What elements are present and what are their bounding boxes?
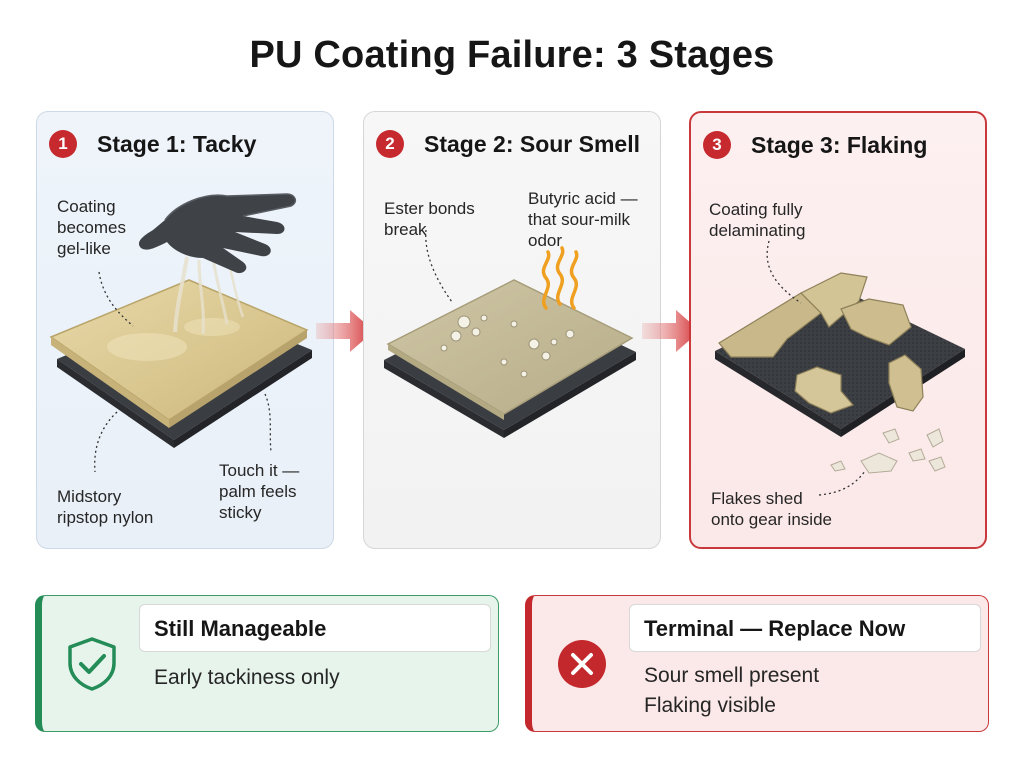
status-manageable-label: Still Manageable [139, 604, 491, 652]
shield-check-icon [68, 637, 116, 691]
stage-3-note-flakes: Flakes shed onto gear inside [711, 489, 832, 529]
odor-waves-icon [541, 246, 579, 310]
stage-2-header: 2 Stage 2: Sour Smell [376, 130, 640, 158]
stage-3-illustration [715, 240, 965, 496]
stage-2-panel: 2 Stage 2: Sour Smell Ester bonds break … [363, 111, 661, 549]
stage-1-note-gel: Coating becomes gel-like [57, 197, 126, 258]
stage-2-note-ester: Ester bonds break [384, 199, 475, 239]
status-terminal-label: Terminal — Replace Now [629, 604, 981, 652]
stage-3-badge: 3 [703, 131, 731, 159]
status-terminal-line-1: Sour smell present [644, 664, 820, 687]
stage-1-illustration [49, 193, 312, 473]
stage-1-note-touch: Touch it — palm feels sticky [219, 461, 300, 522]
flakes-icon [718, 272, 946, 474]
page-title: PU Coating Failure: 3 Stages [249, 34, 775, 76]
stage-2-badge: 2 [376, 130, 404, 158]
status-manageable-box: Still Manageable Early tackiness only [35, 595, 499, 732]
x-circle-icon [558, 640, 606, 688]
stage-1-header: 1 Stage 1: Tacky [49, 130, 256, 158]
stage-2-title: Stage 2: Sour Smell [424, 130, 641, 157]
stage-3-header: 3 Stage 3: Flaking [703, 131, 927, 159]
status-manageable-line-1: Early tackiness only [154, 666, 340, 689]
arrow-stage-2-to-3 [642, 310, 700, 352]
stage-1-badge: 1 [49, 130, 77, 158]
hand-icon [138, 193, 297, 274]
stage-2-illustration [384, 229, 636, 438]
stage-3-title: Stage 3: Flaking [751, 131, 928, 158]
stage-3-panel: 3 Stage 3: Flaking Coating fully delamin… [689, 111, 987, 549]
status-terminal-line-2: Flaking visible [644, 694, 776, 717]
stage-1-panel: 1 Stage 1: Tacky Coating becomes gel-lik… [36, 111, 334, 549]
stage-3-note-delaminating: Coating fully delaminating [709, 200, 806, 240]
stage-2-note-butyric: Butyric acid — that sour-milk odor [528, 189, 638, 250]
arrow-stage-1-to-2 [316, 310, 374, 352]
status-terminal-box: Terminal — Replace Now Sour smell presen… [525, 595, 989, 732]
stage-1-title: Stage 1: Tacky [97, 130, 257, 157]
stage-1-note-nylon: Midstory ripstop nylon [57, 487, 154, 527]
